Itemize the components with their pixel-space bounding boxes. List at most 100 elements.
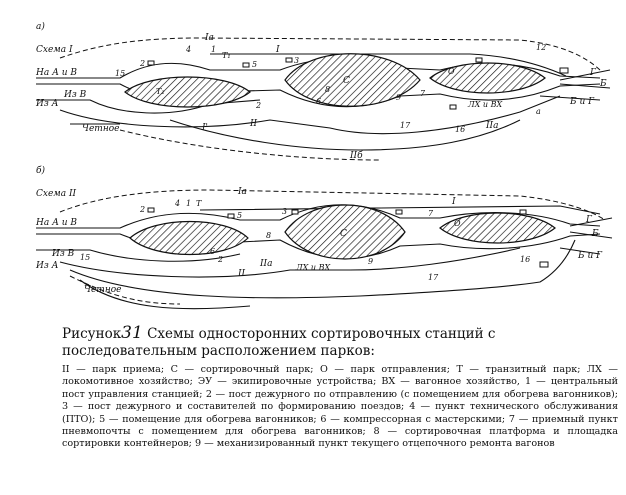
scheme-i-num-4: 4 xyxy=(185,45,191,54)
scheme-i-letter: а) xyxy=(36,21,45,32)
scheme-ii-num-8: 8 xyxy=(266,231,271,240)
scheme-ii-main-track-4 xyxy=(59,247,521,278)
scheme-i-park-ii xyxy=(124,76,251,108)
scheme-ii-title: Схема II xyxy=(36,189,77,199)
scheme-ii-park-ii xyxy=(129,220,249,256)
scheme-i-label-park-iib: IIб xyxy=(349,150,363,161)
scheme-ii-dashed-lower xyxy=(69,275,181,305)
scheme-i-label-to-g: Г xyxy=(589,68,597,78)
scheme-i-park-o xyxy=(429,62,546,94)
scheme-i-main-track-4 xyxy=(59,95,561,135)
scheme-ii-label-to-b: Б xyxy=(591,229,599,239)
scheme-ii-label-park-t: Т xyxy=(196,199,202,208)
figure-title: Рисунок31 Схемы односторонних сортировоч… xyxy=(62,325,618,360)
scheme-i-label-from-a-and-v: На А и В xyxy=(35,68,77,78)
scheme-ii-building-4 xyxy=(519,209,527,215)
scheme-ii-num-6: 6 xyxy=(210,247,215,256)
scheme-i-title: Схема I xyxy=(36,45,73,55)
scheme-i-label-to-b: Б xyxy=(599,79,607,89)
scheme-ii-dashed-outline xyxy=(59,189,606,221)
scheme-i-right-exit-2 xyxy=(559,83,611,89)
scheme-ii-building-5 xyxy=(227,213,235,219)
scheme-ii-num-15: 15 xyxy=(80,253,90,262)
scheme-ii-letter: б) xyxy=(36,165,45,176)
scheme-ii-building-lower xyxy=(539,261,549,268)
scheme-i-label-even: Четное xyxy=(82,124,120,134)
scheme-ii-building-top xyxy=(395,209,403,215)
scheme-ii-park-c xyxy=(284,204,406,260)
scheme-i-building-3 xyxy=(285,57,293,63)
scheme-ii-right-exit-3 xyxy=(559,247,601,255)
scheme-i-building-top xyxy=(475,57,483,63)
scheme-i-label-park-ii: II xyxy=(249,119,258,129)
scheme-i-num-3: 3 xyxy=(294,56,299,65)
scheme-ii-label-park-iia: IIа xyxy=(259,259,272,269)
scheme-ii-num-17: 17 xyxy=(428,273,439,282)
scheme-i-label-park-iprime: I' xyxy=(201,123,208,133)
scheme-i-num-5: 5 xyxy=(252,60,257,69)
scheme-i-building-12 xyxy=(559,67,569,74)
scheme-i-num-1: 1 xyxy=(211,45,216,54)
scheme-ii-num-5: 5 xyxy=(237,211,242,220)
scheme-i-label-a-small: а xyxy=(536,107,541,116)
scheme-i-label-to-bg: Б и Г xyxy=(569,97,595,107)
scheme-ii-num-9: 9 xyxy=(368,257,373,266)
scheme-i-building-7 xyxy=(449,104,457,110)
scheme-ii-label-loco: ЛХ и ВХ xyxy=(295,263,330,272)
scheme-ii-num-3: 3 xyxy=(282,207,287,216)
figure-number: 31 xyxy=(121,323,143,343)
scheme-ii-label-even: Четное xyxy=(84,285,122,295)
scheme-i-num-17: 17 xyxy=(400,121,411,130)
scheme-i-park-c xyxy=(284,53,421,107)
station-schemes-drawing: а) Схема I На А и В Из А Из В Четное С I… xyxy=(35,21,613,310)
scheme-ii-num-4: 4 xyxy=(174,199,180,208)
scheme-ii-label-park-i: I xyxy=(451,197,456,207)
scheme-ii-label-park-ia: Iа xyxy=(237,187,247,197)
scheme-i-label-park-ia: Iа xyxy=(204,33,214,43)
scheme-ii-label-to-g: Г xyxy=(585,215,593,225)
scheme-i-num-16: 16 xyxy=(455,125,465,134)
scheme-ii-label-park-c: С xyxy=(340,229,347,239)
scheme-i-label-park-iia: IIа xyxy=(485,121,498,131)
scheme-i-label-from-a: Из А xyxy=(35,99,59,109)
scheme-ii-label-from-v: Из В xyxy=(51,249,75,259)
scheme-i-right-exit xyxy=(559,69,611,81)
scheme-i-building-5 xyxy=(242,62,250,68)
scheme-ii-label-park-o: О xyxy=(454,219,461,228)
figure-caption: Рисунок31 Схемы односторонних сортировоч… xyxy=(62,325,618,451)
scheme-i-num-8: 8 xyxy=(325,85,330,94)
scheme-i-num-2b: 2 xyxy=(255,101,261,110)
scheme-ii-label-from-a: Из А xyxy=(35,261,59,271)
figure-title-text: Схемы односторонних сортировочных станци… xyxy=(62,326,496,359)
scheme-ii-right-exit xyxy=(569,217,613,227)
scheme-i-label-loco: ЛХ и ВХ xyxy=(467,100,502,109)
scheme-ii-num-2b: 2 xyxy=(217,255,223,264)
scheme-i-right-exit-3 xyxy=(539,95,601,101)
scheme-i: а) Схема I На А и В Из А Из В Четное С I… xyxy=(35,21,611,161)
scheme-i-num-2: 2 xyxy=(139,59,145,68)
scheme-i-label-park-t2: Т₂ xyxy=(156,87,165,96)
scheme-i-label-from-v: Из В xyxy=(63,90,87,100)
scheme-ii-park-o xyxy=(439,212,556,244)
scheme-ii-num-7: 7 xyxy=(428,209,434,218)
scheme-i-num-15: 15 xyxy=(115,69,125,78)
figure-legend: II — парк приема; С — сортировочный парк… xyxy=(62,364,618,451)
scheme-ii-label-to-bg: Б и Г xyxy=(577,251,603,261)
figure-label: Рисунок xyxy=(62,326,122,342)
scheme-ii-num-2: 2 xyxy=(139,205,145,214)
scheme-i-building-2a xyxy=(147,60,155,66)
scheme-i-num-12: 12 xyxy=(536,43,546,52)
scheme-i-dashed-outline xyxy=(59,37,601,71)
scheme-ii-lower-outer xyxy=(79,279,251,310)
scheme-i-label-park-o: О xyxy=(448,67,455,76)
scheme-i-label-park-i: I xyxy=(275,45,280,55)
scheme-ii: б) Схема II На А и В Из А Из В Четное С … xyxy=(35,165,613,310)
scheme-ii-building-3 xyxy=(291,209,299,215)
scheme-ii-right-exit-2 xyxy=(569,231,613,239)
scheme-ii-num-16: 16 xyxy=(520,255,530,264)
scheme-ii-building-2a xyxy=(147,207,155,213)
scheme-i-label-park-c: С xyxy=(343,76,350,86)
scheme-i-num-9: 9 xyxy=(396,93,401,102)
legend-text: II — парк приема; С — сортировочный парк… xyxy=(62,364,618,450)
